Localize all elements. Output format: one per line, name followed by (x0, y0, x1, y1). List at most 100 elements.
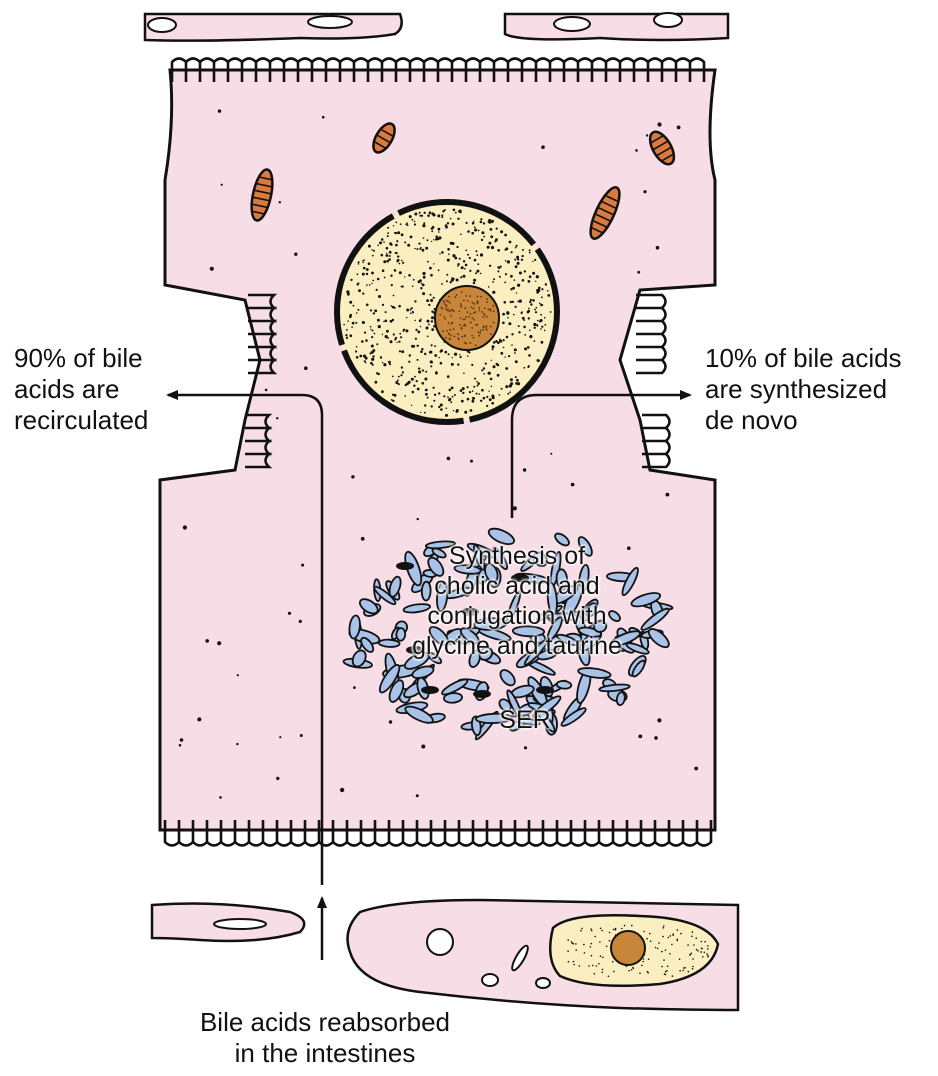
chromatin-dot (411, 405, 412, 406)
chromatin-dot (497, 270, 499, 272)
chromatin-dot (356, 356, 359, 359)
chromatin-dot (493, 341, 496, 344)
chromatin-dot (399, 272, 401, 274)
chromatin-dot (429, 267, 432, 270)
chromatin-dot (550, 311, 552, 313)
chromatin-dot (463, 372, 465, 374)
nucleolus-dot (444, 304, 446, 306)
nucleolus-dot (448, 322, 450, 324)
chromatin-dot (447, 396, 449, 398)
chromatin-dot (433, 400, 435, 402)
chromatin-dot (510, 275, 513, 278)
nucleolus-dot (493, 322, 495, 324)
chromatin-dot (395, 244, 398, 247)
cytoplasm-granule (322, 116, 325, 119)
chromatin-dot (394, 307, 396, 309)
cytoplasm-granule (299, 620, 302, 623)
chromatin-dot (370, 309, 372, 311)
cytoplasm-granule (646, 134, 648, 136)
nucleolus-dot (461, 291, 463, 293)
chromatin-dot (377, 319, 380, 322)
cytoplasm-granule (210, 267, 214, 271)
cytoplasm-granule (279, 736, 281, 738)
chromatin-dot (491, 360, 492, 361)
chromatin-dot (393, 225, 394, 226)
chromatin-dot (523, 367, 525, 369)
chromatin-dot (692, 931, 694, 933)
chromatin-dot (399, 263, 401, 265)
cytoplasm-granule (643, 190, 646, 193)
chromatin-dot (512, 301, 514, 303)
chromatin-dot (547, 290, 549, 292)
chromatin-dot (615, 929, 617, 931)
chromatin-dot (446, 274, 448, 276)
nucleolus-dot (439, 314, 441, 316)
chromatin-dot (366, 273, 368, 275)
chromatin-dot (573, 961, 575, 963)
chromatin-dot (472, 222, 475, 225)
chromatin-dot (372, 364, 374, 366)
chromatin-dot (365, 339, 368, 342)
chromatin-dot (408, 274, 411, 277)
chromatin-dot (412, 219, 414, 221)
chromatin-dot (474, 229, 477, 232)
chromatin-dot (575, 943, 577, 945)
chromatin-dot (364, 332, 366, 334)
chromatin-dot (419, 320, 422, 323)
chromatin-dot (424, 412, 426, 414)
chromatin-dot (529, 329, 531, 331)
cytoplasm-granule (221, 184, 223, 186)
chromatin-dot (641, 965, 643, 967)
chromatin-dot (487, 246, 490, 249)
chromatin-dot (420, 287, 422, 289)
chromatin-dot (511, 333, 513, 335)
chromatin-dot (695, 937, 697, 939)
chromatin-dot (567, 939, 569, 941)
chromatin-dot (515, 247, 517, 249)
nucleolus-dot (465, 295, 467, 297)
ser-function-line: glycine and taurine (372, 631, 662, 661)
nucleolus-dot (486, 329, 488, 331)
chromatin-dot (362, 321, 365, 324)
chromatin-dot (704, 941, 706, 943)
chromatin-dot (664, 973, 666, 975)
chromatin-dot (505, 260, 507, 262)
nucleolus-dot (450, 315, 452, 317)
chromatin-dot (347, 320, 349, 322)
chromatin-dot (454, 353, 457, 356)
chromatin-dot (509, 384, 512, 387)
chromatin-dot (421, 348, 423, 350)
chromatin-dot (480, 253, 483, 256)
chromatin-dot (547, 294, 550, 297)
chromatin-dot (507, 260, 510, 263)
cytoplasm-granule (294, 253, 297, 256)
recirculated-label-line: 90% of bile (14, 343, 148, 374)
chromatin-dot (440, 362, 443, 365)
chromatin-dot (413, 279, 415, 281)
chromatin-dot (464, 268, 466, 270)
chromatin-dot (437, 238, 439, 240)
chromatin-dot (684, 967, 686, 969)
cytoplasm-granule (389, 720, 392, 723)
chromatin-dot (471, 410, 473, 412)
chromatin-dot (410, 309, 412, 311)
chromatin-dot (353, 305, 355, 307)
chromatin-dot (483, 373, 485, 375)
chromatin-dot (476, 254, 478, 256)
chromatin-dot (515, 382, 518, 385)
chromatin-dot (602, 972, 604, 974)
chromatin-dot (649, 933, 651, 935)
chromatin-dot (477, 385, 479, 387)
chromatin-dot (395, 337, 397, 339)
chromatin-dot (584, 952, 586, 954)
chromatin-dot (592, 965, 594, 967)
chromatin-dot (462, 392, 464, 394)
nucleolus-dot (481, 311, 483, 313)
chromatin-dot (533, 323, 536, 326)
nucleolus-dot (457, 333, 459, 335)
chromatin-dot (448, 399, 450, 401)
chromatin-dot (371, 351, 374, 354)
chromatin-dot (503, 339, 505, 341)
chromatin-dot (346, 290, 349, 293)
nucleolus-dot (477, 296, 479, 298)
